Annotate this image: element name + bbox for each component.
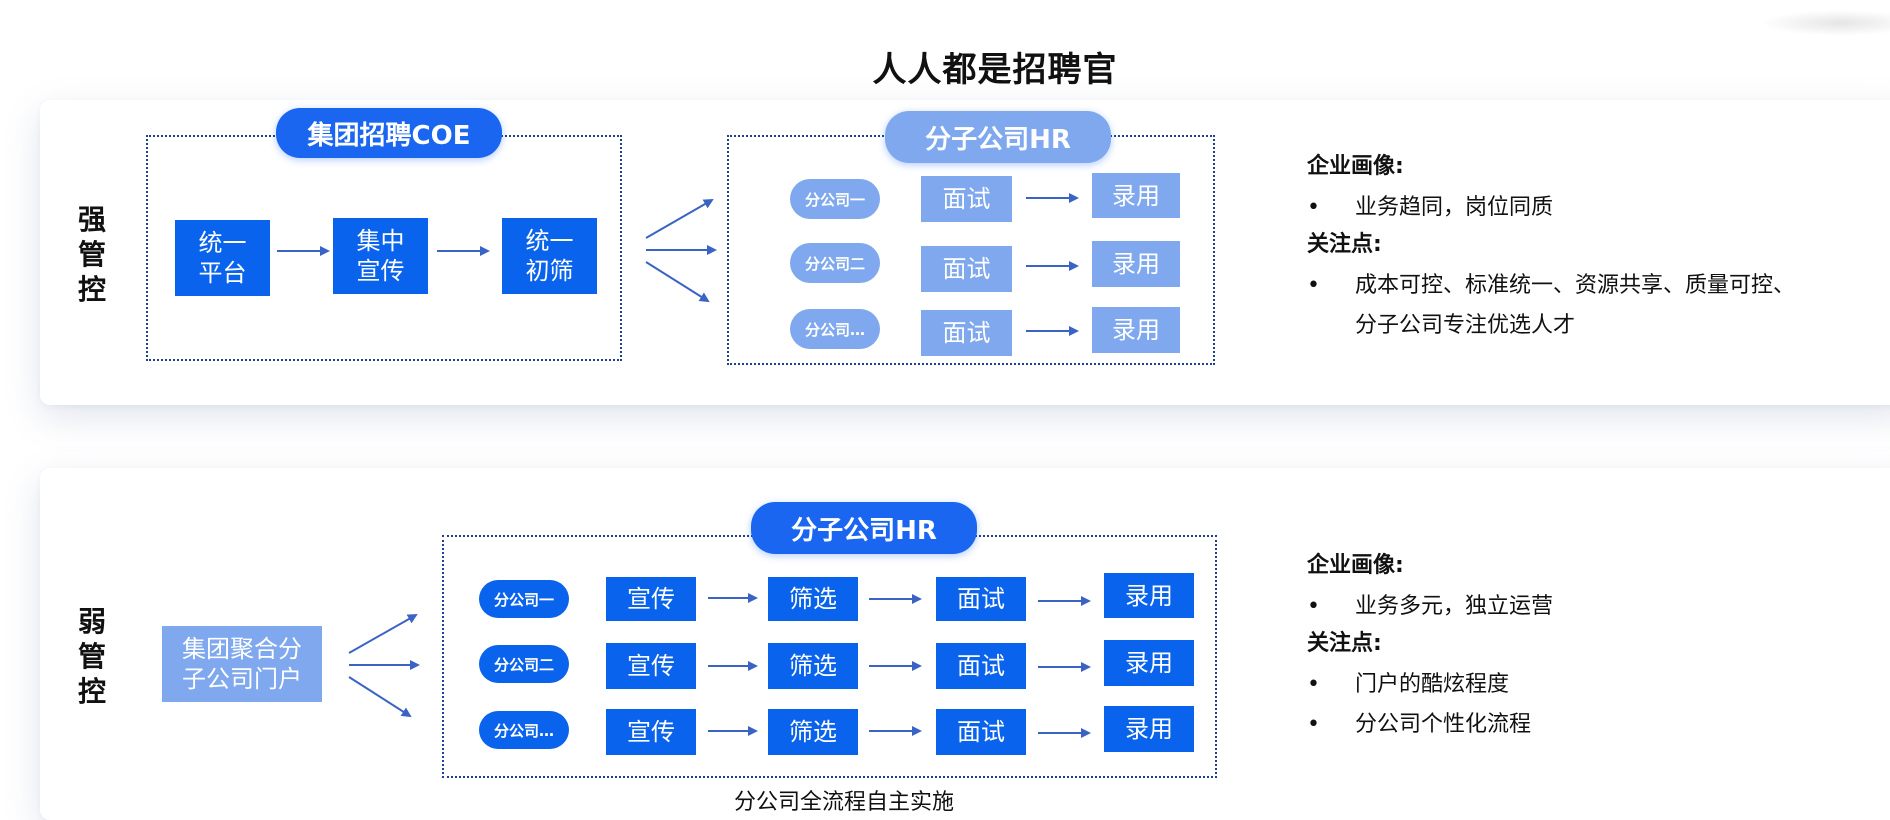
interview-box: 面试	[921, 176, 1012, 222]
group-portal-box: 集团聚合分 子公司门户	[162, 626, 322, 702]
focus-item: • 分公司个性化流程	[1307, 705, 1867, 745]
strong-label-char: 管	[77, 238, 106, 271]
strong-control-label: 强 管 控	[72, 202, 112, 307]
weak-info: 企业画像: • 业务多元，独立运营 关注点: • 门户的酷炫程度 • 分公司个性…	[1307, 549, 1867, 745]
weak-caption: 分公司全流程自主实施	[733, 790, 954, 815]
interview-box: 面试	[936, 709, 1026, 755]
step-unified-platform: 统一 平台	[175, 220, 270, 296]
strong-info: 企业画像: • 业务趋同，岗位同质 关注点: • 成本可控、标准统一、资源共享、…	[1307, 150, 1867, 346]
screening-box: 筛选	[768, 643, 858, 689]
arrow	[348, 614, 418, 654]
hire-box: 录用	[1104, 706, 1194, 752]
strong-label-char: 控	[77, 273, 106, 306]
interview-box: 面试	[936, 643, 1026, 689]
focus-item-text: 门户的酷炫程度	[1355, 672, 1510, 697]
interview-box: 面试	[921, 246, 1012, 292]
profile-item-text: 业务多元，独立运营	[1355, 594, 1554, 619]
company-pill: 分公司二	[479, 645, 569, 683]
weak-label-char: 控	[77, 675, 106, 708]
company-pill: 分公司一	[790, 179, 880, 219]
bullet-dot: •	[1307, 712, 1320, 737]
focus-heading: 关注点:	[1307, 232, 1382, 257]
hr-pill-weak: 分子公司HR	[751, 502, 977, 554]
hr-pill-strong: 分子公司HR	[885, 111, 1111, 163]
arrow	[645, 199, 714, 239]
bullet-dot: •	[1307, 594, 1320, 619]
step-unified-screening: 统一 初筛	[502, 218, 597, 294]
promo-box: 宣传	[606, 577, 696, 621]
company-pill: 分公司一	[479, 580, 569, 618]
promo-box: 宣传	[606, 709, 696, 755]
profile-heading: 企业画像:	[1307, 154, 1404, 179]
arrow	[645, 261, 710, 303]
arrow	[348, 676, 412, 718]
bullet-dot: •	[1307, 195, 1320, 220]
profile-item: • 业务趋同，岗位同质	[1307, 188, 1867, 228]
hire-box: 录用	[1092, 173, 1180, 218]
hire-box: 录用	[1092, 241, 1180, 287]
page-title: 人人都是招聘官	[872, 50, 1118, 90]
step-centralized-promo: 集中 宣传	[333, 218, 428, 294]
focus-item: • 门户的酷炫程度	[1307, 665, 1867, 705]
promo-box: 宣传	[606, 643, 696, 689]
interview-box: 面试	[921, 310, 1012, 356]
focus-item-text: 成本可控、标准统一、资源共享、质量可控、 分子公司专注优选人才	[1355, 273, 1796, 338]
corner-shadow	[1760, 10, 1890, 36]
weak-control-label: 弱 管 控	[72, 604, 112, 709]
strong-label-char: 强	[77, 203, 106, 236]
screening-box: 筛选	[768, 577, 858, 621]
focus-item-text: 分公司个性化流程	[1355, 712, 1532, 737]
focus-heading: 关注点:	[1307, 631, 1382, 656]
bullet-dot: •	[1307, 672, 1320, 697]
profile-item-text: 业务趋同，岗位同质	[1355, 195, 1554, 220]
interview-box: 面试	[936, 577, 1026, 621]
company-pill: 分公司…	[479, 711, 569, 749]
hire-box: 录用	[1104, 573, 1194, 618]
hire-box: 录用	[1104, 640, 1194, 686]
company-pill: 分公司…	[790, 309, 880, 349]
coe-pill: 集团招聘COE	[276, 108, 502, 158]
hire-box: 录用	[1092, 307, 1180, 353]
profile-heading: 企业画像:	[1307, 553, 1404, 578]
weak-label-char: 管	[77, 640, 106, 673]
bullet-dot: •	[1307, 273, 1320, 298]
weak-label-char: 弱	[77, 605, 106, 638]
profile-item: • 业务多元，独立运营	[1307, 587, 1867, 627]
company-pill: 分公司二	[790, 243, 880, 283]
screening-box: 筛选	[768, 709, 858, 755]
focus-item: • 成本可控、标准统一、资源共享、质量可控、 分子公司专注优选人才	[1307, 266, 1867, 346]
